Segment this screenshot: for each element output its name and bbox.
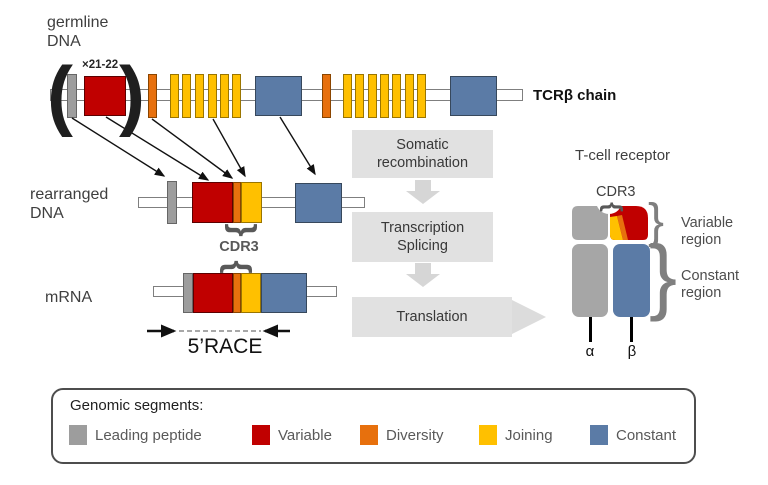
constant-region-brace: } <box>649 228 678 322</box>
mrna-segment-joining <box>241 273 261 313</box>
receptor-beta-constant-domain <box>613 244 650 317</box>
process-text: Splicing <box>397 238 448 254</box>
process-box-translation: Translation <box>352 297 512 337</box>
receptor-cdr3-brace: { <box>599 202 628 212</box>
legend-item-leading: Leading peptide <box>69 425 202 445</box>
germline-dna-label: germline DNA <box>47 13 108 51</box>
legend-label: Constant <box>616 426 677 444</box>
germline-segment-constant <box>450 76 497 116</box>
cdr3-brace-bottom: { <box>219 260 258 274</box>
alpha-chain-label: α <box>585 343 595 360</box>
legend-swatch-variable <box>252 425 270 445</box>
tcrb-chain-label: TCRβ chain <box>533 87 617 104</box>
variable-region-label: Variable region <box>681 215 733 249</box>
germline-segment-diversity <box>322 74 331 118</box>
variable-region-brace: } <box>648 195 665 248</box>
rearranged-segment-variable <box>192 182 233 223</box>
race-label: 5’RACE <box>187 335 263 358</box>
beta-chain-label: β <box>627 343 637 360</box>
mrna-label: mRNA <box>45 289 93 306</box>
germline-segment-joining <box>343 74 352 118</box>
germline-segment-joining <box>417 74 426 118</box>
recombination-arrows <box>71 116 316 181</box>
legend-item-variable: Variable <box>252 425 332 445</box>
receptor-alpha-variable-domain <box>572 206 608 240</box>
germline-segment-variable <box>84 76 126 116</box>
germline-segment-joining <box>182 74 191 118</box>
rearranged-segment-constant <box>295 183 342 223</box>
legend-label: Variable <box>278 426 332 444</box>
bracket-close: ) <box>119 50 145 138</box>
rearranged-label-line2: DNA <box>30 205 64 222</box>
legend-item-joining: Joining <box>479 425 553 445</box>
germline-label-line2: DNA <box>47 33 81 50</box>
v-segment-copy-count: ×21-22 <box>82 59 119 71</box>
germline-segment-joining <box>170 74 179 118</box>
legend-swatch-joining <box>479 425 497 445</box>
receptor-alpha-constant-domain <box>572 244 608 317</box>
receptor-title: T-cell receptor <box>575 147 671 164</box>
process-text: Somatic <box>396 137 449 153</box>
cdr3-label: CDR3 <box>219 239 259 255</box>
legend-label: Leading peptide <box>95 426 202 444</box>
germline-segment-joining <box>232 74 241 118</box>
legend-swatch-diversity <box>360 425 378 445</box>
constant-region-line2: region <box>681 285 722 301</box>
process-box-transcription-splicing: Transcription Splicing <box>352 212 493 262</box>
legend-swatch-leading <box>69 425 87 445</box>
germline-segment-joining <box>220 74 229 118</box>
germline-segment-diversity <box>148 74 157 118</box>
legend-title: Genomic segments: <box>70 397 204 414</box>
germline-segment-joining <box>355 74 364 118</box>
process-text: recombination <box>376 155 469 171</box>
legend-label: Joining <box>505 426 553 444</box>
germline-label-line1: germline <box>47 14 109 31</box>
receptor-cdr3-label: CDR3 <box>596 184 636 200</box>
process-text: Translation <box>396 309 468 325</box>
mrna-segment-diversity <box>233 273 241 313</box>
flow-right-arrowhead <box>512 300 546 334</box>
germline-segment-joining <box>392 74 401 118</box>
rearranged-segment-leading <box>167 181 177 224</box>
rearranged-segment-joining <box>241 182 262 223</box>
germline-segment-constant <box>255 76 302 116</box>
cdr3-cleft-notch <box>596 196 622 214</box>
constant-region-label: Constant region <box>681 268 739 302</box>
process-box-somatic-recombination: Somatic recombination <box>352 130 493 178</box>
mrna-segment-leading <box>183 273 193 313</box>
mrna-segment-variable <box>193 273 233 313</box>
legend-item-diversity: Diversity <box>360 425 444 445</box>
process-text: Transcription <box>380 220 465 236</box>
rearranged-label-line1: rearranged <box>30 186 109 203</box>
variable-region-line1: Variable <box>681 215 734 231</box>
germline-segment-joining <box>195 74 204 118</box>
germline-segment-joining <box>208 74 217 118</box>
rearranged-dna-label: rearranged DNA <box>30 185 108 223</box>
germline-segment-joining <box>380 74 389 118</box>
rearranged-segment-diversity <box>233 182 241 223</box>
bracket-open: ( <box>47 50 73 138</box>
legend-swatch-constant <box>590 425 608 445</box>
germline-segment-joining <box>368 74 377 118</box>
mrna-segment-constant <box>261 273 307 313</box>
receptor-drawing <box>572 196 650 342</box>
variable-region-line2: region <box>681 232 722 248</box>
legend-item-constant: Constant <box>590 425 676 445</box>
legend-label: Diversity <box>386 426 444 444</box>
constant-region-line1: Constant <box>681 268 740 284</box>
legend-box: Genomic segments: Leading peptide Variabl… <box>51 388 696 464</box>
germline-segment-joining <box>405 74 414 118</box>
